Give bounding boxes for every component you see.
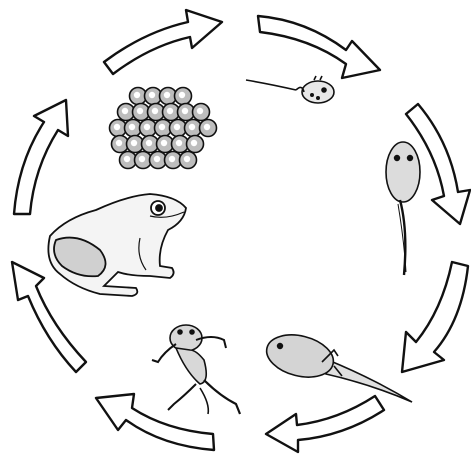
egg-nucleus-icon <box>169 156 175 162</box>
egg-nucleus-icon <box>204 124 210 130</box>
tadpole-with-legs-icon <box>262 328 412 402</box>
adult-frog-icon <box>48 194 186 296</box>
egg-nucleus-icon <box>129 124 135 130</box>
tadpole-icon <box>386 142 420 275</box>
cycle-arrow-icon <box>14 100 68 214</box>
egg-nucleus-icon <box>184 156 190 162</box>
frog-eggs-icon <box>110 88 217 169</box>
cycle-arrow-icon <box>104 10 222 74</box>
egg-nucleus-icon <box>176 140 182 146</box>
egg-nucleus-icon <box>122 108 128 114</box>
egg-nucleus-icon <box>146 140 152 146</box>
cycle-arrow-icon <box>96 394 214 450</box>
egg-nucleus-icon <box>149 92 155 98</box>
froglet-icon <box>152 325 240 414</box>
egg-nucleus-icon <box>174 124 180 130</box>
egg-nucleus-icon <box>137 108 143 114</box>
egg-nucleus-icon <box>144 124 150 130</box>
egg-nucleus-icon <box>189 124 195 130</box>
egg-nucleus-icon <box>134 92 140 98</box>
egg-nucleus-icon <box>131 140 137 146</box>
egg-nucleus-icon <box>116 140 122 146</box>
egg-nucleus-icon <box>161 140 167 146</box>
egg-nucleus-icon <box>182 108 188 114</box>
egg-nucleus-icon <box>154 156 160 162</box>
cycle-arrow-icon <box>402 262 468 372</box>
egg-nucleus-icon <box>152 108 158 114</box>
hatchling-tadpole-icon <box>246 76 334 103</box>
egg-nucleus-icon <box>114 124 120 130</box>
egg-nucleus-icon <box>164 92 170 98</box>
egg-nucleus-icon <box>159 124 165 130</box>
egg-nucleus-icon <box>191 140 197 146</box>
egg-nucleus-icon <box>167 108 173 114</box>
egg-nucleus-icon <box>197 108 203 114</box>
cycle-arrow-icon <box>258 16 380 78</box>
cycle-arrow-icon <box>266 396 384 452</box>
egg-nucleus-icon <box>124 156 130 162</box>
egg-nucleus-icon <box>179 92 185 98</box>
egg-nucleus-icon <box>139 156 145 162</box>
